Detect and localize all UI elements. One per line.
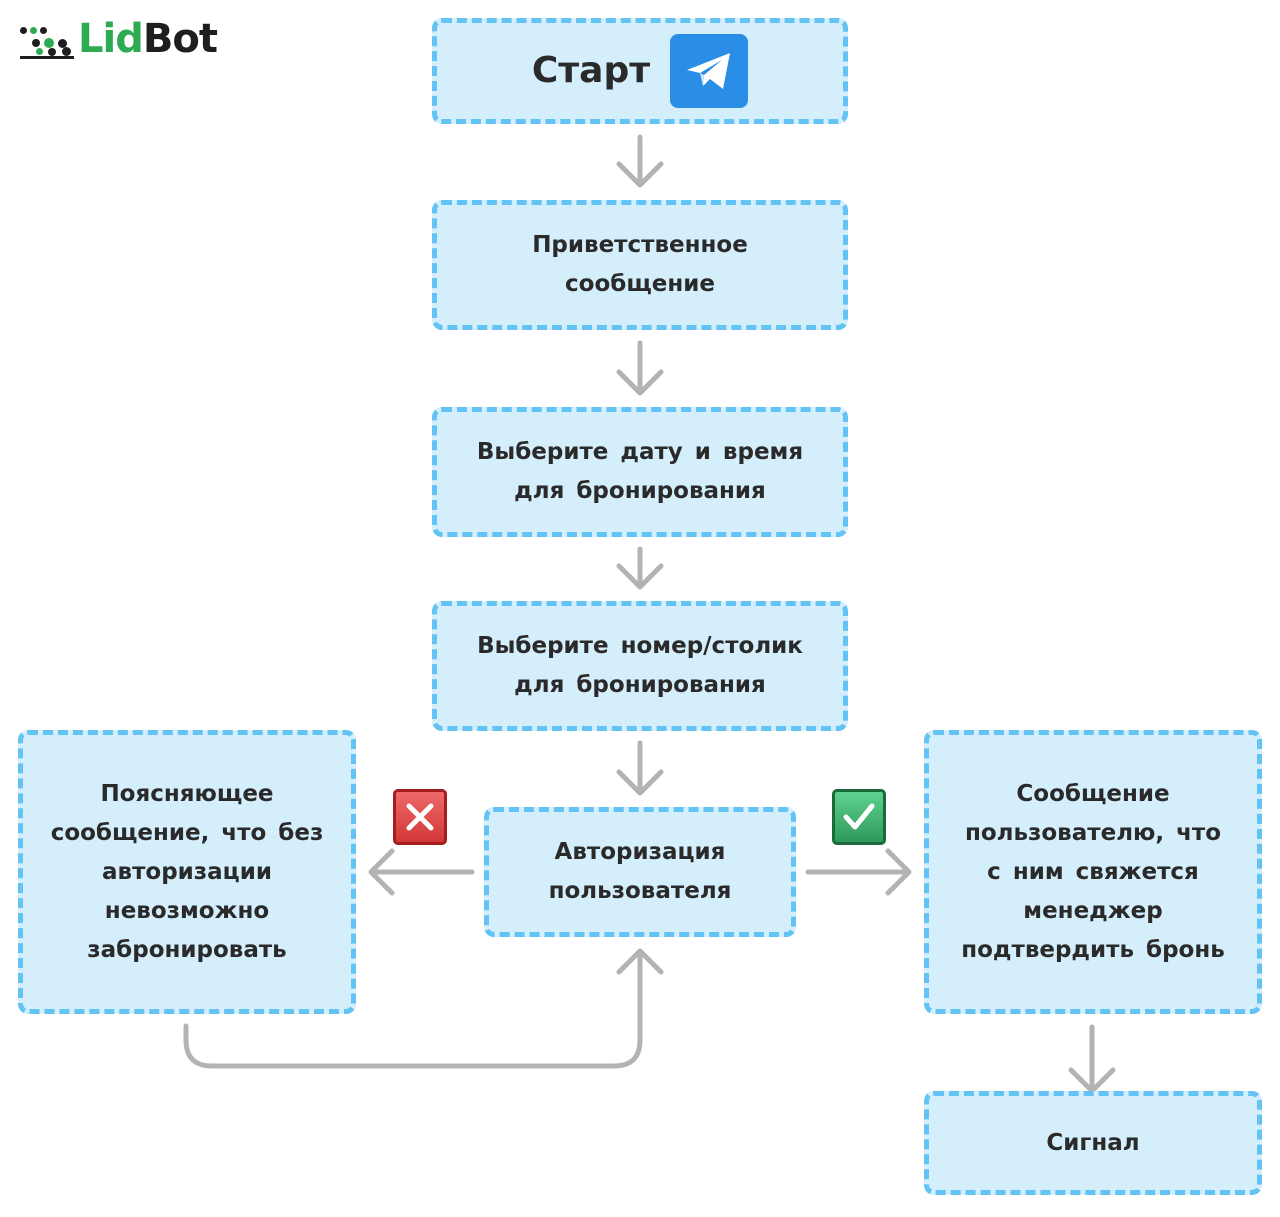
logo-dots-icon: [18, 17, 76, 61]
logo-text-lid: Lid: [78, 16, 144, 62]
node-explain-message: Поясняющее сообщение, что без авторизаци…: [18, 730, 356, 1014]
logo-text: LidBot: [78, 16, 218, 62]
node-signal: Сигнал: [924, 1091, 1262, 1195]
logo-text-bot: Bot: [142, 16, 218, 62]
node-welcome-message-label: Приветственное сообщение: [532, 232, 748, 297]
node-signal-label: Сигнал: [1046, 1129, 1140, 1156]
node-choose-datetime-label: Выберите дату и время для бронирования: [476, 439, 804, 504]
node-welcome-message: Приветственное сообщение: [432, 200, 848, 330]
cross-mark-icon: [393, 789, 447, 845]
node-authorization-label: Авторизация пользователя: [548, 839, 732, 904]
node-start-label: Старт: [531, 50, 651, 91]
node-choose-datetime: Выберите дату и время для бронирования: [432, 407, 848, 537]
node-choose-table: Выберите номер/столик для бронирования: [432, 601, 848, 731]
node-authorization: Авторизация пользователя: [484, 807, 796, 937]
node-choose-table-label: Выберите номер/столик для бронирования: [477, 633, 803, 698]
node-manager-message-label: Сообщение пользователю, что с ним свяжет…: [961, 780, 1225, 963]
node-explain-message-label: Поясняющее сообщение, что без авторизаци…: [50, 780, 324, 963]
lidbot-logo: LidBot: [18, 14, 218, 64]
node-start: Старт: [432, 18, 848, 124]
arrow-explain-back-to-authorization: [183, 950, 643, 1069]
check-mark-icon: [832, 789, 886, 845]
telegram-icon: [670, 34, 749, 108]
node-manager-message: Сообщение пользователю, что с ним свяжет…: [924, 730, 1262, 1014]
